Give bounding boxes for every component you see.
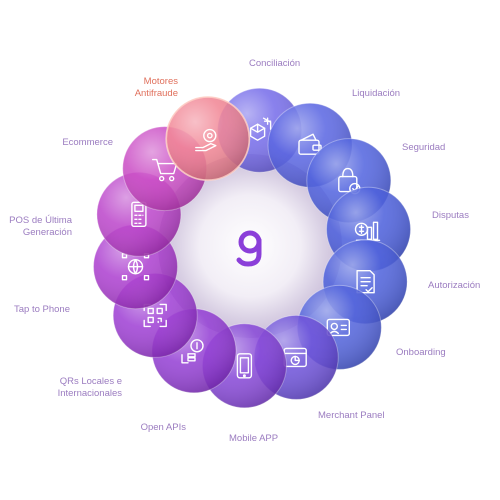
wallet-icon bbox=[298, 133, 322, 155]
label-ecommerce: Ecommerce bbox=[62, 137, 113, 148]
gear-hand-icon bbox=[195, 128, 217, 152]
id-card-icon bbox=[326, 318, 350, 337]
document-check-icon bbox=[356, 270, 375, 294]
disc-motores[interactable] bbox=[165, 96, 251, 182]
label-disputas: Disputas bbox=[432, 210, 469, 221]
label-autorizacion: Autorización bbox=[428, 280, 481, 291]
label-conciliacion: Conciliación bbox=[249, 58, 301, 69]
label-taptophone: Tap to Phone bbox=[14, 304, 70, 315]
label-seguridad: Seguridad bbox=[402, 142, 446, 153]
center-glow bbox=[158, 154, 342, 338]
browser-chart-icon bbox=[283, 347, 307, 368]
g-logo-icon bbox=[236, 230, 262, 267]
label-onboarding: Onboarding bbox=[396, 347, 446, 358]
label-liquidacion: Liquidación bbox=[352, 88, 401, 99]
blocks-icon bbox=[249, 117, 272, 141]
label-openapis: Open APIs bbox=[140, 422, 186, 433]
smartphone-icon bbox=[236, 353, 253, 379]
pos-terminal-icon bbox=[131, 201, 147, 228]
label-merchant: Merchant Panel bbox=[318, 410, 385, 421]
globe-nodes-icon bbox=[121, 253, 150, 281]
label-mobile: Mobile APP bbox=[229, 433, 279, 444]
coins-hand-icon bbox=[181, 339, 204, 364]
